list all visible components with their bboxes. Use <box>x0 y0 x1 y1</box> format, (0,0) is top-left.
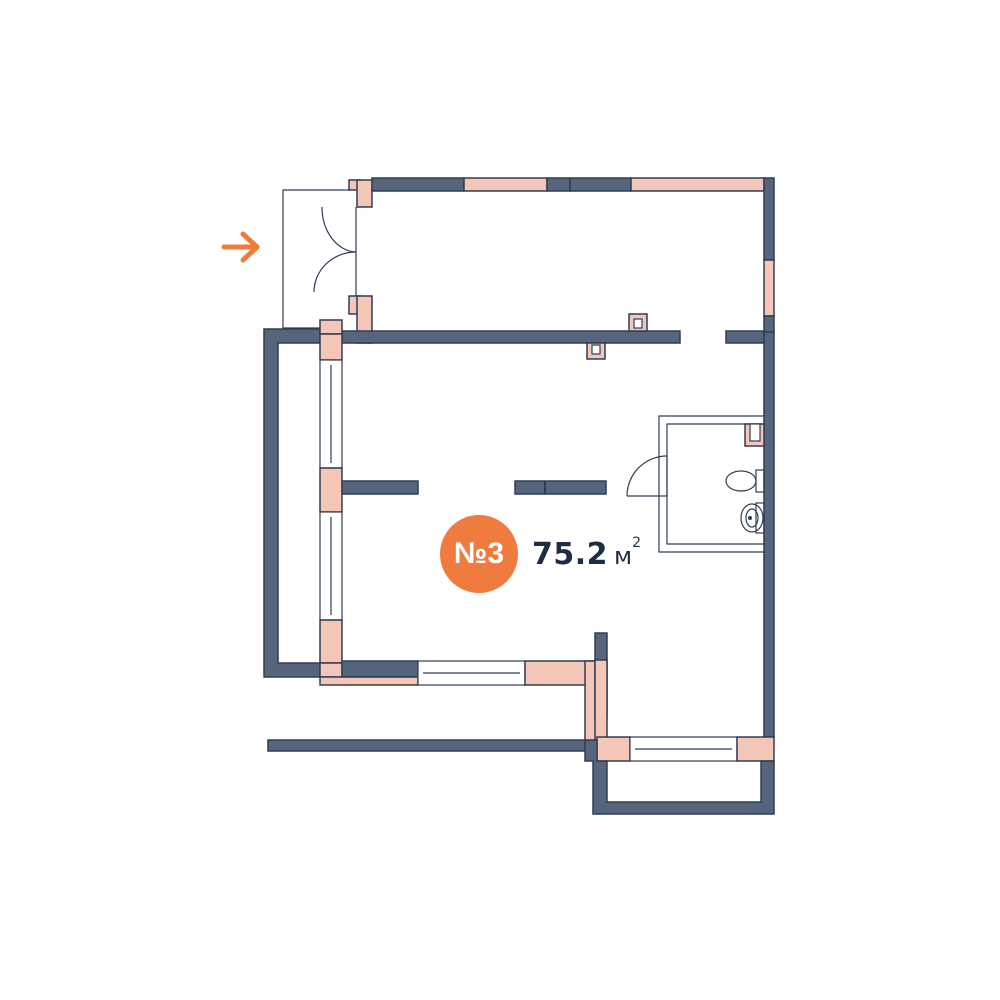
area-value: 75.2 <box>532 537 609 572</box>
lower-balcony <box>584 739 775 815</box>
unit-number-badge: №3 <box>440 515 518 593</box>
bathroom <box>626 415 765 553</box>
area-unit: м <box>614 542 633 570</box>
area-power: 2 <box>632 535 642 551</box>
toilet-icon <box>725 469 765 493</box>
left-balcony <box>263 319 343 678</box>
vestibule-jambs <box>348 179 373 344</box>
sink-icon <box>740 502 765 534</box>
entrance-arrow-icon <box>221 231 260 263</box>
right-wall <box>763 331 775 738</box>
interior-partitions <box>341 480 607 495</box>
balcony-rail <box>267 739 586 752</box>
top-walls <box>371 177 775 333</box>
lower-right-section <box>594 632 775 762</box>
entrance-door <box>313 206 357 296</box>
bottom-wall <box>319 660 598 742</box>
middle-partition <box>341 313 765 360</box>
vestibule-outline <box>282 189 349 330</box>
